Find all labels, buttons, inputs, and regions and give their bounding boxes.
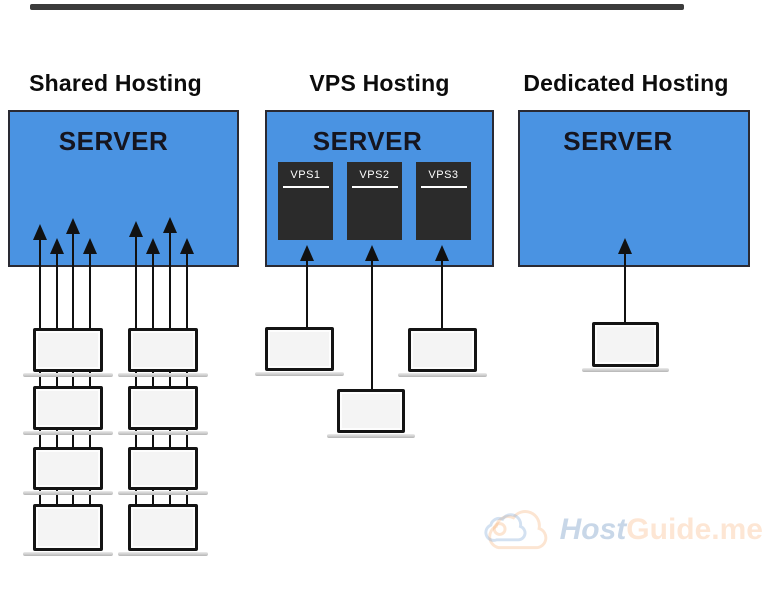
shared-client-laptop-a3-screen bbox=[33, 447, 103, 490]
vps2-connection-line bbox=[371, 257, 373, 389]
shared-connection-1-arrowhead-icon bbox=[33, 224, 47, 240]
shared-hosting-title: Shared Hosting bbox=[29, 70, 202, 96]
vps1-underline bbox=[282, 186, 329, 188]
dedicated-connection-line bbox=[624, 250, 626, 322]
watermark-tld: .me bbox=[711, 513, 763, 546]
watermark-logo: HostGuide.me bbox=[483, 502, 763, 558]
shared-client-laptop-a3 bbox=[23, 447, 113, 496]
vps3-label: VPS3 bbox=[428, 169, 459, 181]
shared-client-laptop-a1 bbox=[23, 328, 113, 378]
vps-server-label: SERVER bbox=[312, 126, 423, 156]
vps-client-laptop-2-screen bbox=[337, 389, 405, 433]
vps-client-laptop-2 bbox=[327, 389, 415, 439]
vps3-underline bbox=[420, 186, 467, 188]
vps-client-laptop-1-base bbox=[255, 372, 344, 376]
dedicated-client-laptop-base bbox=[582, 368, 669, 372]
shared-client-laptop-a2 bbox=[23, 386, 113, 436]
vps1-connection-arrowhead-icon bbox=[300, 245, 314, 261]
vps2-label: VPS2 bbox=[359, 169, 390, 181]
dedicated-server-box: SERVER bbox=[518, 110, 750, 267]
shared-connection-4-arrowhead-icon bbox=[83, 238, 97, 254]
shared-connection-6-arrowhead-icon bbox=[146, 238, 160, 254]
shared-connection-5-arrowhead-icon bbox=[129, 221, 143, 237]
vps-hosting-title: VPS Hosting bbox=[309, 70, 450, 96]
vps-client-laptop-1-screen bbox=[265, 327, 334, 371]
shared-client-laptop-a4-base bbox=[23, 552, 113, 556]
cloud-icon bbox=[484, 510, 548, 550]
vps1-box: VPS1 bbox=[278, 162, 333, 240]
shared-server-box: SERVER bbox=[8, 110, 239, 267]
vps3-connection-line bbox=[441, 257, 443, 328]
shared-client-laptop-b4 bbox=[118, 504, 208, 557]
vps-client-laptop-1 bbox=[255, 327, 344, 377]
shared-client-laptop-b1 bbox=[118, 328, 208, 378]
dedicated-connection-arrowhead-icon bbox=[618, 238, 632, 254]
dedicated-client-laptop bbox=[582, 322, 669, 373]
shared-connection-8-arrowhead-icon bbox=[180, 238, 194, 254]
vps-server-box: SERVER VPS1 VPS2 VPS3 bbox=[265, 110, 494, 267]
shared-connection-7-arrowhead-icon bbox=[163, 217, 177, 233]
vps1-connection-line bbox=[306, 257, 308, 327]
shared-client-laptop-b2-base bbox=[118, 431, 208, 435]
shared-client-laptop-a3-base bbox=[23, 491, 113, 495]
shared-client-laptop-b2 bbox=[118, 386, 208, 436]
top-border-line bbox=[30, 4, 684, 10]
vps-client-laptop-3 bbox=[398, 328, 487, 378]
shared-connection-3-arrowhead-icon bbox=[66, 218, 80, 234]
shared-client-laptop-b2-screen bbox=[128, 386, 198, 430]
shared-client-laptop-b3-base bbox=[118, 491, 208, 495]
watermark-guide: Guide bbox=[626, 513, 712, 546]
shared-client-laptop-a4-screen bbox=[33, 504, 103, 551]
shared-client-laptop-b1-screen bbox=[128, 328, 198, 372]
shared-server-label: SERVER bbox=[58, 126, 169, 156]
vps3-connection-arrowhead-icon bbox=[435, 245, 449, 261]
dedicated-hosting-title: Dedicated Hosting bbox=[523, 70, 729, 96]
vps2-underline bbox=[351, 186, 398, 188]
vps-client-laptop-3-screen bbox=[408, 328, 477, 372]
vps-client-laptop-3-base bbox=[398, 373, 487, 377]
watermark-host: Host bbox=[559, 513, 627, 546]
shared-client-laptop-b4-base bbox=[118, 552, 208, 556]
dedicated-server-label: SERVER bbox=[563, 126, 673, 156]
shared-client-laptop-b1-base bbox=[118, 373, 208, 377]
shared-client-laptop-a2-screen bbox=[33, 386, 103, 430]
shared-client-laptop-a1-base bbox=[23, 373, 113, 377]
shared-client-laptop-a4 bbox=[23, 504, 113, 557]
vps1-label: VPS1 bbox=[290, 169, 321, 181]
shared-client-laptop-a2-base bbox=[23, 431, 113, 435]
shared-connection-7-line bbox=[169, 229, 171, 542]
shared-client-laptop-b3-screen bbox=[128, 447, 198, 490]
watermark-text: HostGuide.me bbox=[560, 502, 763, 558]
vps-client-laptop-2-base bbox=[327, 434, 415, 438]
shared-client-laptop-b4-screen bbox=[128, 504, 198, 551]
shared-connection-2-arrowhead-icon bbox=[50, 238, 64, 254]
shared-client-laptop-a1-screen bbox=[33, 328, 103, 372]
vps3-box: VPS3 bbox=[416, 162, 471, 240]
dedicated-client-laptop-screen bbox=[592, 322, 659, 367]
shared-client-laptop-b3 bbox=[118, 447, 208, 496]
vps2-box: VPS2 bbox=[347, 162, 402, 240]
vps2-connection-arrowhead-icon bbox=[365, 245, 379, 261]
